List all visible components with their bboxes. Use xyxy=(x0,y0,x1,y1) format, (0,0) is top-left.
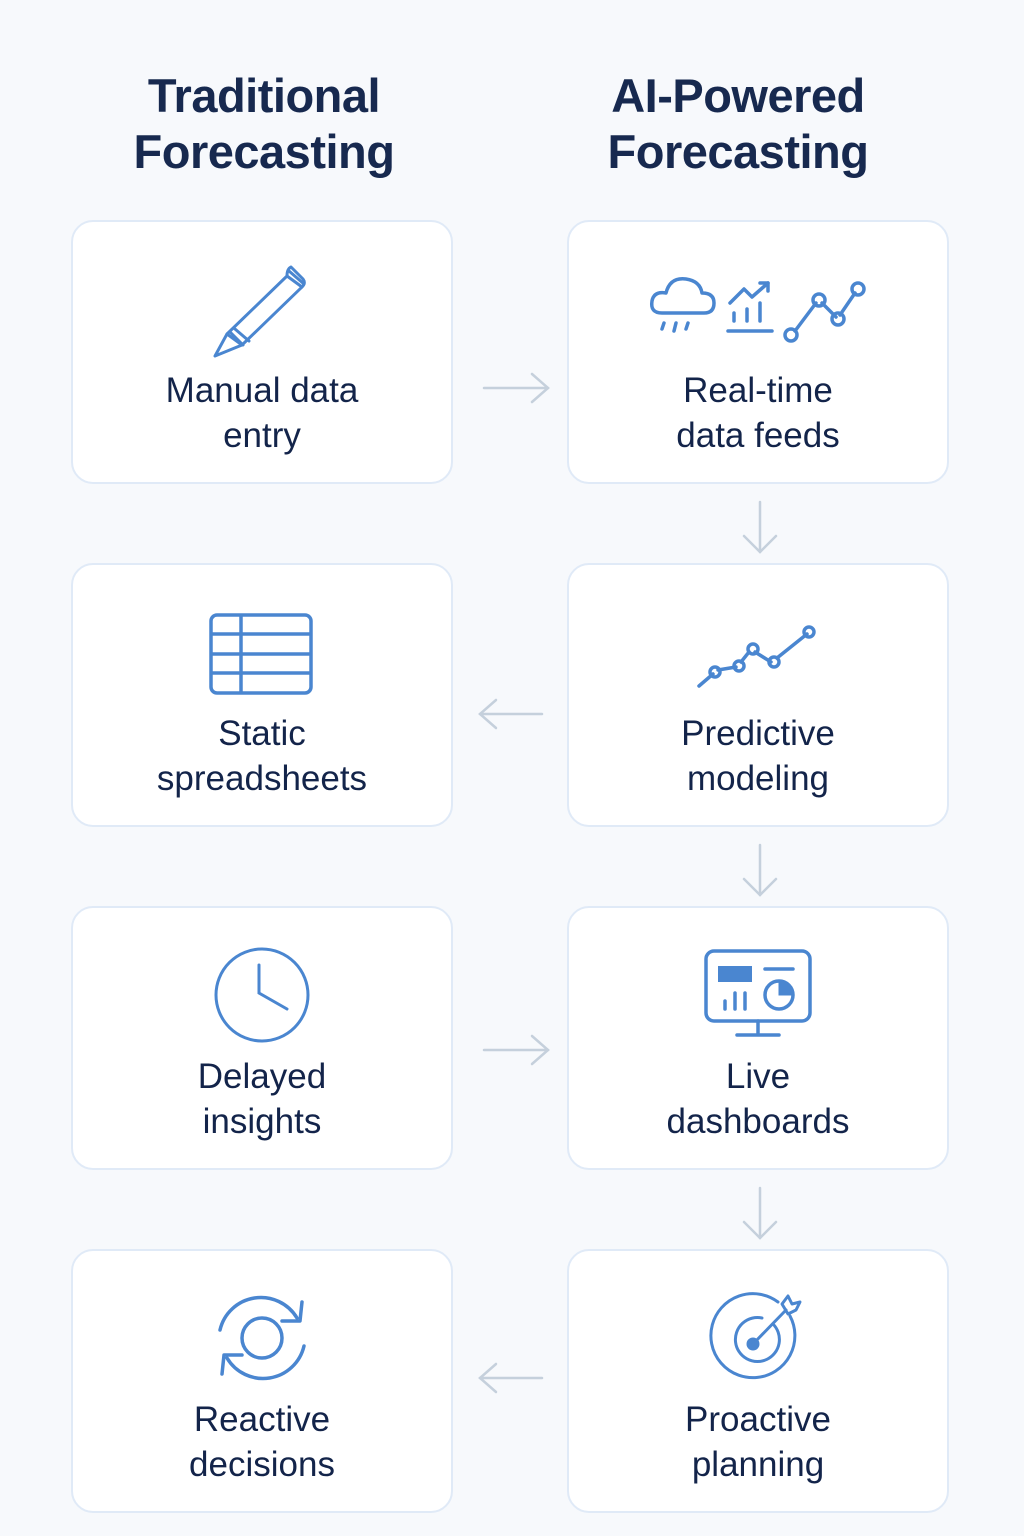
arrow-left-icon xyxy=(476,698,546,730)
title-line: Forecasting xyxy=(607,125,869,178)
arrow-down-icon xyxy=(742,500,778,556)
label-line: planning xyxy=(691,1445,825,1484)
label-line: Real-time xyxy=(683,371,833,410)
label-line: modeling xyxy=(686,759,830,798)
traditional-column-title: Traditional Forecasting xyxy=(54,68,474,180)
label-line: Predictive xyxy=(681,714,835,753)
card-label: Manual data entry xyxy=(73,368,451,458)
title-line: AI-Powered xyxy=(611,69,865,122)
rain-cloud-icon xyxy=(649,277,716,333)
card-manual-data-entry: Manual data entry xyxy=(71,220,453,484)
label-line: Manual data xyxy=(165,371,359,410)
label-line: Static xyxy=(218,714,306,753)
card-label: Static spreadsheets xyxy=(73,711,451,801)
card-static-spreadsheets: Static spreadsheets xyxy=(71,563,453,827)
card-predictive-modeling: Predictive modeling xyxy=(567,563,949,827)
card-delayed-insights: Delayed insights xyxy=(71,906,453,1170)
label-line: dashboards xyxy=(666,1102,850,1141)
card-label: Reactive decisions xyxy=(73,1397,451,1487)
label-line: insights xyxy=(202,1102,322,1141)
ai-column-title: AI-Powered Forecasting xyxy=(528,68,948,180)
arrow-left-icon xyxy=(476,1362,546,1394)
weather-chart-data-icons xyxy=(569,254,947,364)
clock-icon xyxy=(73,940,451,1050)
card-real-time-data-feeds: Real-time data feeds xyxy=(567,220,949,484)
line-chart-icon xyxy=(569,597,947,707)
arrow-down-icon xyxy=(742,1186,778,1242)
label-line: decisions xyxy=(189,1445,335,1484)
arrow-right-icon xyxy=(482,372,552,404)
label-line: Live xyxy=(725,1057,791,1096)
card-label: Proactive planning xyxy=(569,1397,947,1487)
target-arrow-icon xyxy=(569,1283,947,1393)
label-line: Proactive xyxy=(685,1400,831,1439)
label-line: spreadsheets xyxy=(156,759,368,798)
line-graph-icon xyxy=(783,281,866,343)
card-live-dashboards: Live dashboards xyxy=(567,906,949,1170)
bar-chart-trend-icon xyxy=(726,281,774,333)
pencil-icon xyxy=(73,254,451,364)
card-proactive-planning: Proactive planning xyxy=(567,1249,949,1513)
card-label: Predictive modeling xyxy=(569,711,947,801)
arrow-down-icon xyxy=(742,843,778,899)
title-line: Forecasting xyxy=(133,125,395,178)
arrow-right-icon xyxy=(482,1034,552,1066)
card-label: Live dashboards xyxy=(569,1054,947,1144)
label-line: entry xyxy=(223,416,301,455)
title-line: Traditional xyxy=(147,69,381,122)
card-label: Real-time data feeds xyxy=(569,368,947,458)
label-line: Reactive xyxy=(193,1400,331,1439)
card-label: Delayed insights xyxy=(73,1054,451,1144)
label-line: data feeds xyxy=(676,416,840,455)
dashboard-monitor-icon xyxy=(569,940,947,1050)
spreadsheet-icon xyxy=(73,597,451,707)
label-line: Delayed xyxy=(197,1057,327,1096)
refresh-cycle-icon xyxy=(73,1283,451,1393)
card-reactive-decisions: Reactive decisions xyxy=(71,1249,453,1513)
